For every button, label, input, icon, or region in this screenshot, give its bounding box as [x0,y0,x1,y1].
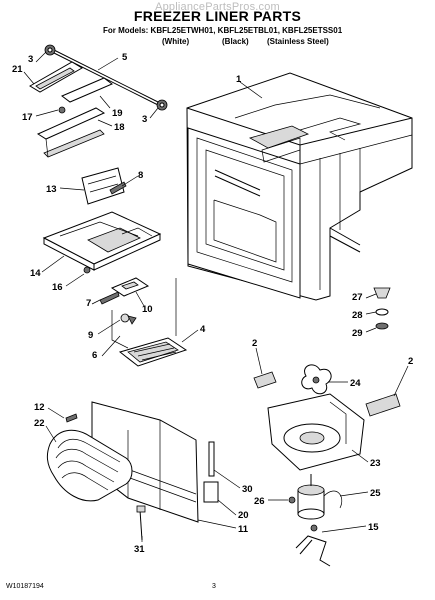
callout-23: 23 [370,458,381,469]
callout-27: 27 [352,292,363,303]
foam-strip-left [253,371,277,389]
duct-assembly-14 [42,211,162,271]
callout-18: 18 [114,122,125,133]
freezer-liner [186,72,413,301]
callout-2-left: 2 [252,338,257,349]
callout-16: 16 [52,282,63,293]
callout-7: 7 [86,298,91,309]
callout-19: 19 [112,108,123,119]
page-number: 3 [212,583,216,590]
watermark: AppliancePartsPros.com [155,1,280,13]
callout-12: 12 [34,402,45,413]
callout-6: 6 [92,350,97,361]
callout-13: 13 [46,184,57,195]
callout-4: 4 [200,324,206,335]
bracket-13 [81,167,125,205]
gear-right [156,99,168,111]
callout-25: 25 [370,488,381,499]
variant-stainless: (Stainless Steel) [267,37,329,46]
gear-left [44,44,56,56]
wire-31 [136,505,146,541]
fan-blade-24 [301,364,332,395]
page-title: FREEZER LINER PARTS [133,8,302,24]
callout-21: 21 [12,64,23,75]
callout-15: 15 [368,522,379,533]
callout-5: 5 [122,52,128,63]
fan-housing-23 [267,393,365,471]
grommet-26 [288,496,296,504]
insulation-20 [203,481,219,503]
callout-30: 30 [242,484,253,495]
callout-3-left: 3 [28,54,33,65]
callout-3-right: 3 [142,114,147,125]
callout-31: 31 [134,544,145,555]
sensor-10 [110,277,150,297]
callout-22: 22 [34,418,45,429]
slide-rail-lower [36,107,106,158]
clip-9 [120,313,137,325]
models-line: For Models: KBFL25ETWH01, KBFL25ETBL01, … [103,26,343,35]
screw-8 [109,181,127,195]
grille-22 [46,429,133,502]
callout-9: 9 [88,330,93,341]
callout-8: 8 [138,170,143,181]
screw-12 [65,413,78,423]
callout-24: 24 [350,378,361,389]
callout-2-right: 2 [408,356,413,367]
callout-11: 11 [238,524,249,535]
variant-black: (Black) [222,37,249,46]
callout-1: 1 [236,74,242,85]
foam-strip-right [365,393,401,417]
callout-28: 28 [352,310,363,321]
leader-lines [23,51,409,542]
callout-26: 26 [254,496,265,507]
callout-labels: 1 3 5 21 17 19 3 18 13 8 14 16 7 10 9 6 … [12,52,413,555]
screw-7 [99,291,120,305]
callout-10: 10 [142,304,153,315]
callout-20: 20 [238,510,249,521]
callout-17: 17 [22,112,33,123]
thermistor-30 [208,441,215,477]
grille-4 [118,337,188,367]
washer-28 [375,308,389,316]
fan-motor-25 [297,474,343,520]
document-number: W10187194 [6,583,44,590]
knob-27 [373,287,391,299]
callout-29: 29 [352,328,363,339]
screw-16 [83,266,91,274]
motor-bracket-15 [295,524,331,567]
callout-14: 14 [30,268,41,279]
screw-17 [58,106,66,114]
variant-white: (White) [162,37,190,46]
slide-rail-upper [29,61,113,103]
cap-29 [375,322,389,330]
